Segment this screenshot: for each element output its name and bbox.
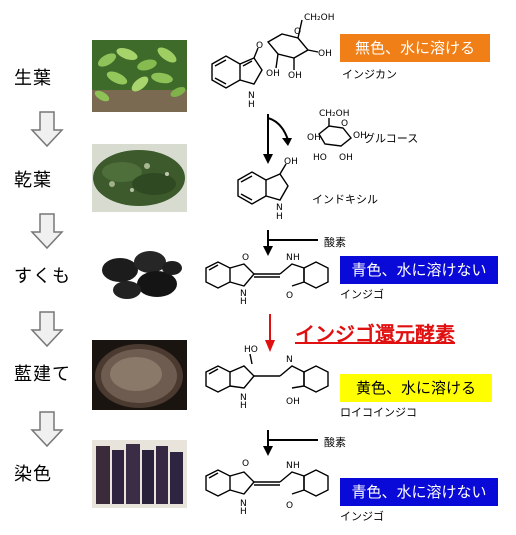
svg-text:O: O [256, 41, 263, 51]
svg-text:OH: OH [353, 131, 367, 141]
oxygen-label: 酸素 [324, 436, 346, 449]
indican-label: インジカン [342, 68, 397, 81]
svg-text:N: N [240, 289, 247, 299]
oxygen-label: 酸素 [324, 236, 346, 249]
svg-text:H: H [248, 100, 255, 110]
svg-text:OH: OH [339, 153, 353, 163]
svg-text:N: N [286, 461, 293, 471]
indoxyl-structure: OH N H [237, 157, 298, 222]
indican-structure: N H O O CH₂OH OH OH OH [211, 13, 335, 110]
svg-text:H: H [293, 253, 300, 263]
svg-text:OH: OH [266, 69, 280, 79]
svg-text:O: O [242, 459, 249, 469]
stage-label-fresh-leaf: 生葉 [14, 68, 52, 89]
svg-text:O: O [294, 27, 301, 37]
blue-insoluble-box: 青色、水に溶けない [340, 478, 498, 506]
indoxyl-label: インドキシル [312, 193, 378, 206]
svg-text:N: N [240, 393, 247, 403]
svg-text:O: O [286, 291, 293, 301]
leuco-indigo-structure: HO N H N OH [205, 345, 329, 411]
indigo-structure: O N H N H O [205, 253, 329, 306]
svg-text:N: N [240, 499, 247, 509]
down-arrow-icon [30, 311, 64, 348]
reduction-arrow [265, 314, 275, 352]
glucose-structure: CH₂OH O OH OH HO OH [307, 109, 367, 163]
svg-text:O: O [341, 119, 348, 129]
indigo-label: インジゴ [340, 288, 384, 301]
fresh-leaf-photo [92, 40, 187, 112]
down-arrow-icon [30, 213, 64, 250]
svg-text:H: H [240, 401, 247, 411]
svg-text:CH₂OH: CH₂OH [319, 109, 350, 119]
blue-insoluble-box: 青色、水に溶けない [340, 256, 498, 284]
stage-label-sukumo: すくも [14, 266, 71, 287]
oxidation-arrow [263, 430, 318, 456]
svg-text:OH: OH [288, 71, 302, 81]
svg-text:O: O [242, 253, 249, 263]
indigo-reductase-label: インジゴ還元酵素 [295, 322, 455, 346]
svg-text:OH: OH [284, 157, 298, 167]
stage-label-dyeing: 染色 [14, 464, 52, 485]
indigo-label: インジゴ [340, 510, 384, 523]
svg-text:OH: OH [318, 49, 332, 59]
stage-label-dry-leaf: 乾葉 [14, 170, 52, 191]
svg-text:OH: OH [307, 133, 321, 143]
indigo-structure: O N H N H O [205, 459, 329, 516]
glucose-label: グルコース [364, 132, 419, 145]
svg-text:H: H [293, 461, 300, 471]
svg-text:OH: OH [286, 397, 300, 407]
down-arrow-icon [30, 111, 64, 148]
svg-text:H: H [276, 212, 283, 222]
svg-text:N: N [286, 355, 293, 365]
svg-text:HO: HO [244, 345, 258, 355]
svg-text:N: N [248, 91, 255, 101]
down-arrow-icon [30, 411, 64, 448]
svg-text:CH₂OH: CH₂OH [304, 13, 335, 23]
stage-label-aidate: 藍建て [14, 364, 71, 385]
svg-text:HO: HO [313, 153, 327, 163]
leuco-indigo-label: ロイコインジコ [340, 406, 417, 419]
dyed-cloth-photo [92, 440, 187, 508]
dry-leaf-photo [92, 144, 187, 212]
sukumo-photo [92, 240, 187, 305]
aidate-vat-photo [92, 340, 187, 410]
svg-text:N: N [276, 203, 283, 213]
yellow-soluble-box: 黄色、水に溶ける [340, 374, 492, 402]
svg-text:O: O [286, 501, 293, 511]
hydrolysis-arrow [263, 114, 292, 164]
svg-text:H: H [240, 507, 247, 516]
oxidation-arrow [263, 230, 318, 256]
svg-text:H: H [240, 297, 247, 306]
svg-text:N: N [286, 253, 293, 263]
colorless-soluble-box: 無色、水に溶ける [340, 34, 490, 62]
